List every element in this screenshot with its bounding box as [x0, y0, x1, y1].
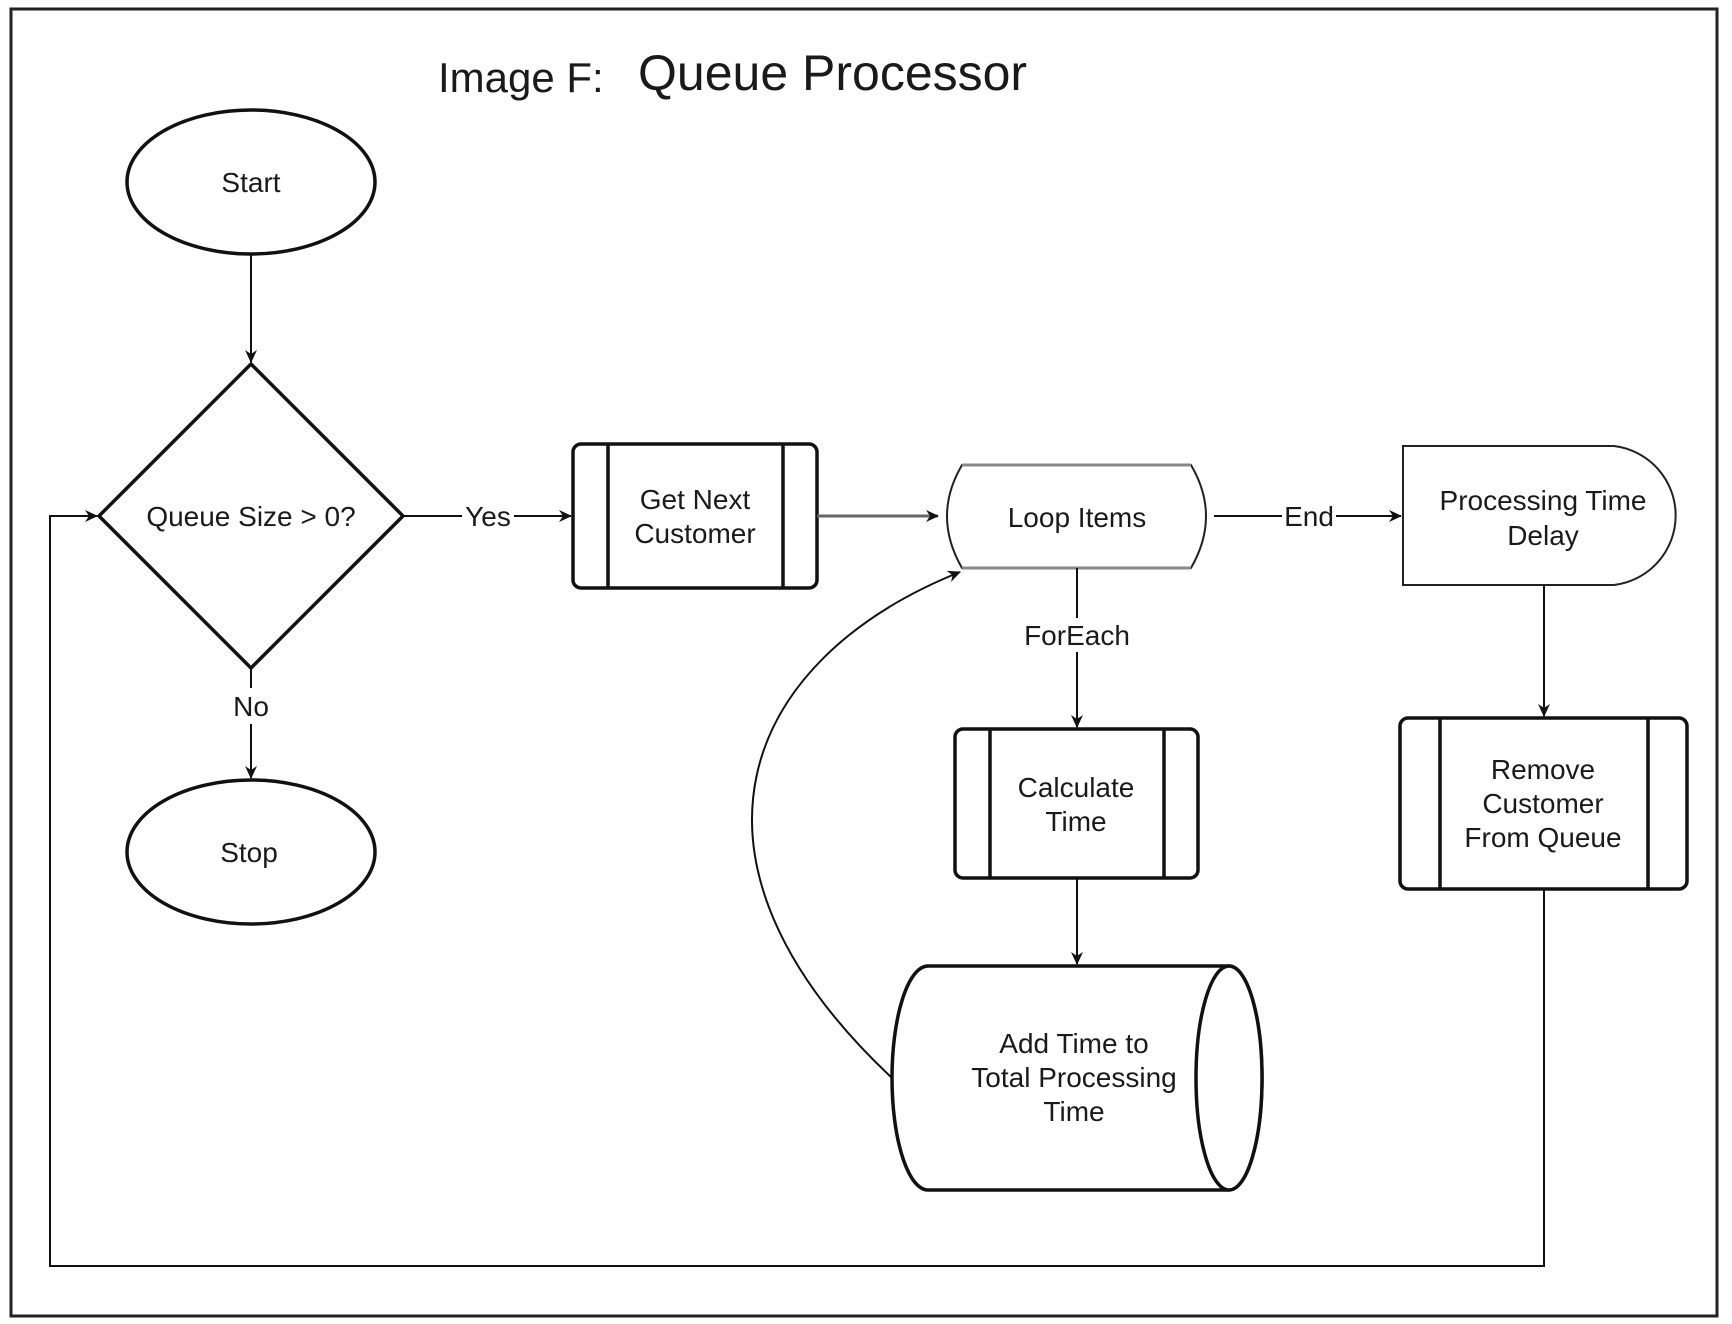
add-time-label-1: Add Time to — [999, 1028, 1148, 1059]
title-main: Queue Processor — [638, 45, 1027, 101]
edge-add-loop — [751, 570, 961, 1079]
get-next-customer-node[interactable]: Get Next Customer — [571, 442, 819, 590]
edge-remove-decision — [49, 510, 1545, 1267]
stop-label: Stop — [220, 837, 278, 868]
remove-label-3: From Queue — [1464, 822, 1621, 853]
stop-node[interactable]: Stop — [125, 778, 377, 926]
edge-label-yes: Yes — [465, 501, 511, 532]
edge-label-no: No — [233, 691, 269, 722]
edge-label-end: End — [1284, 501, 1334, 532]
delay-label-2: Delay — [1507, 520, 1579, 551]
title-prefix: Image F: — [438, 54, 604, 101]
decision-label: Queue Size > 0? — [146, 501, 355, 532]
processing-time-delay-node[interactable]: Processing Time Delay — [1402, 445, 1677, 586]
loop-items-label: Loop Items — [1008, 502, 1147, 533]
remove-customer-node[interactable]: Remove Customer From Queue — [1398, 716, 1689, 891]
delay-label-1: Processing Time — [1440, 485, 1647, 516]
calculate-label-1: Calculate — [1018, 772, 1135, 803]
start-node[interactable]: Start — [125, 108, 377, 256]
remove-label-1: Remove — [1491, 754, 1595, 785]
add-time-label-3: Time — [1043, 1096, 1104, 1127]
decision-node[interactable]: Queue Size > 0? — [96, 361, 406, 671]
get-next-label-2: Customer — [634, 518, 755, 549]
start-label: Start — [221, 167, 280, 198]
add-time-node[interactable]: Add Time to Total Processing Time — [890, 964, 1264, 1192]
calculate-label-2: Time — [1045, 806, 1106, 837]
diagram-frame — [9, 7, 1719, 1318]
calculate-time-node[interactable]: Calculate Time — [953, 727, 1200, 880]
loop-items-node[interactable]: Loop Items — [946, 463, 1207, 570]
get-next-label-1: Get Next — [640, 484, 751, 515]
edge-label-foreach: ForEach — [1024, 620, 1130, 651]
add-time-label-2: Total Processing — [971, 1062, 1176, 1093]
remove-label-2: Customer — [1482, 788, 1603, 819]
